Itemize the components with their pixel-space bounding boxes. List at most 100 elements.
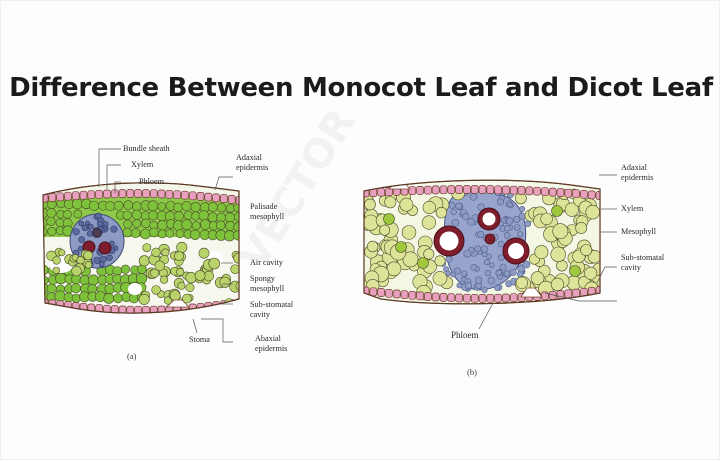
- cell-cluster: [43, 198, 239, 304]
- palisade-cell: [224, 212, 236, 223]
- abaxial-epidermis-cell: [502, 293, 510, 303]
- palisade-cell: [225, 203, 235, 213]
- spongy-mesophyll-cell: [235, 281, 239, 291]
- palisade-cell: [122, 227, 133, 238]
- bundle-sheath-cell: [77, 245, 84, 252]
- abaxial-epidermis-cell: [149, 305, 158, 314]
- palisade-cell: [132, 219, 142, 228]
- spongy-mesophyll-cell: [150, 268, 160, 278]
- palisade-cell: [181, 219, 193, 231]
- palisade-cell: [190, 229, 201, 240]
- mesophyll-cell: [575, 222, 588, 234]
- palisade-cell: [123, 219, 133, 229]
- adaxial-epidermis-cell: [79, 190, 88, 200]
- palisade-cell: [173, 211, 184, 222]
- phloem-cell: [517, 231, 524, 238]
- phloem-cell: [474, 276, 483, 284]
- adaxial-epidermis-cell: [424, 185, 432, 195]
- abaxial-epidermis-cell: [470, 293, 479, 303]
- adaxial-epidermis-cell: [64, 191, 72, 201]
- label-bundle-sheath: Bundle sheath: [123, 144, 170, 153]
- phloem-cell: [477, 230, 485, 238]
- label-adaxial-epidermis-dicot: Adaxial epidermis: [621, 163, 654, 182]
- adaxial-epidermis-cell: [103, 189, 111, 199]
- spongy-mesophyll-cell: [159, 275, 169, 284]
- adaxial-epidermis-cell: [502, 185, 510, 195]
- phloem-cell: [450, 208, 457, 216]
- adaxial-epidermis-cell: [439, 185, 448, 195]
- mesophyll-cell: [584, 266, 598, 280]
- adaxial-epidermis-cell: [548, 187, 557, 197]
- mesophyll-cell-dark: [417, 257, 429, 269]
- mesophyll-cell: [580, 244, 593, 256]
- adaxial-epidermis-cell: [188, 191, 197, 201]
- phloem-cell: [450, 271, 457, 278]
- abaxial-epidermis-cell: [564, 289, 573, 299]
- palisade-cell: [135, 272, 148, 285]
- mesophyll-cell: [386, 261, 402, 277]
- abaxial-epidermis-cell: [572, 288, 580, 298]
- page-title: Difference Between Monocot Leaf and Dico…: [9, 73, 713, 103]
- mesophyll-cell: [384, 196, 397, 209]
- spongy-mesophyll-cell: [84, 261, 93, 269]
- phloem-cell: [506, 217, 514, 225]
- phloem-cell: [453, 267, 461, 275]
- dicot-leaf-cross-section: [361, 175, 603, 325]
- abaxial-epidermis-cell: [447, 293, 456, 303]
- phloem-cell: [456, 282, 463, 289]
- phloem-cell: [497, 254, 505, 261]
- phloem-cell: [460, 276, 467, 283]
- palisade-cell: [198, 210, 210, 221]
- palisade-cell: [157, 229, 167, 239]
- spongy-mesophyll-cell: [151, 285, 161, 295]
- abaxial-epidermis-cell: [541, 291, 549, 301]
- adaxial-epidermis-cell: [556, 188, 565, 197]
- adaxial-epidermis-cell: [134, 189, 142, 198]
- mesophyll-cell: [550, 246, 566, 263]
- mesophyll-cell-dark: [569, 265, 581, 277]
- xylem-lumen: [508, 243, 524, 259]
- palisade-cell: [207, 212, 218, 223]
- mesophyll-cell-dark: [395, 241, 407, 253]
- mesophyll-cell: [530, 271, 545, 285]
- phloem-cell: [448, 201, 456, 209]
- spongy-mesophyll-cell: [138, 293, 150, 305]
- palisade-cell: [190, 201, 201, 213]
- mesophyll-cell: [552, 223, 569, 240]
- spongy-mesophyll-cell: [185, 271, 197, 284]
- bundle-sheath-cell: [78, 236, 86, 243]
- adaxial-epidermis-cell: [533, 186, 541, 196]
- spongy-mesophyll-cells: [46, 241, 239, 308]
- palisade-cell: [165, 229, 175, 238]
- leaf-interior: [43, 189, 239, 314]
- palisade-cell: [113, 293, 123, 304]
- spongy-mesophyll-cell: [138, 255, 150, 267]
- palisade-cell: [130, 228, 141, 238]
- phloem-cell: [513, 215, 521, 224]
- phloem-cell: [503, 232, 511, 239]
- label-stoma: Stoma: [189, 335, 210, 344]
- palisade-cell: [225, 221, 236, 231]
- phloem-cell: [498, 240, 505, 248]
- mesophyll-cell: [401, 225, 417, 240]
- air-cavity: [128, 283, 142, 295]
- mesophyll-cell: [550, 277, 565, 291]
- label-air-cavity: Air cavity: [250, 258, 283, 267]
- abaxial-epidermis-cell: [556, 290, 565, 299]
- phloem-cell: [469, 192, 478, 201]
- spongy-mesophyll-cell: [198, 247, 210, 259]
- mesophyll-cell: [421, 215, 437, 230]
- spongy-mesophyll-cell: [151, 247, 161, 258]
- adaxial-epidermis-cell: [181, 190, 189, 200]
- bundle-sheath-cell: [72, 228, 80, 236]
- mesophyll-cell: [423, 248, 435, 260]
- abaxial-epidermis-cell: [463, 293, 471, 303]
- spongy-mesophyll-cell: [182, 293, 192, 304]
- abaxial-epidermis-cell: [408, 290, 417, 300]
- abaxial-epidermis-cell: [385, 288, 393, 298]
- mesophyll-cell: [366, 240, 379, 253]
- abaxial-epidermis-cell: [424, 292, 432, 301]
- phloem-cell: [507, 202, 513, 208]
- palisade-cell: [175, 229, 185, 239]
- palisade-cell: [173, 202, 183, 213]
